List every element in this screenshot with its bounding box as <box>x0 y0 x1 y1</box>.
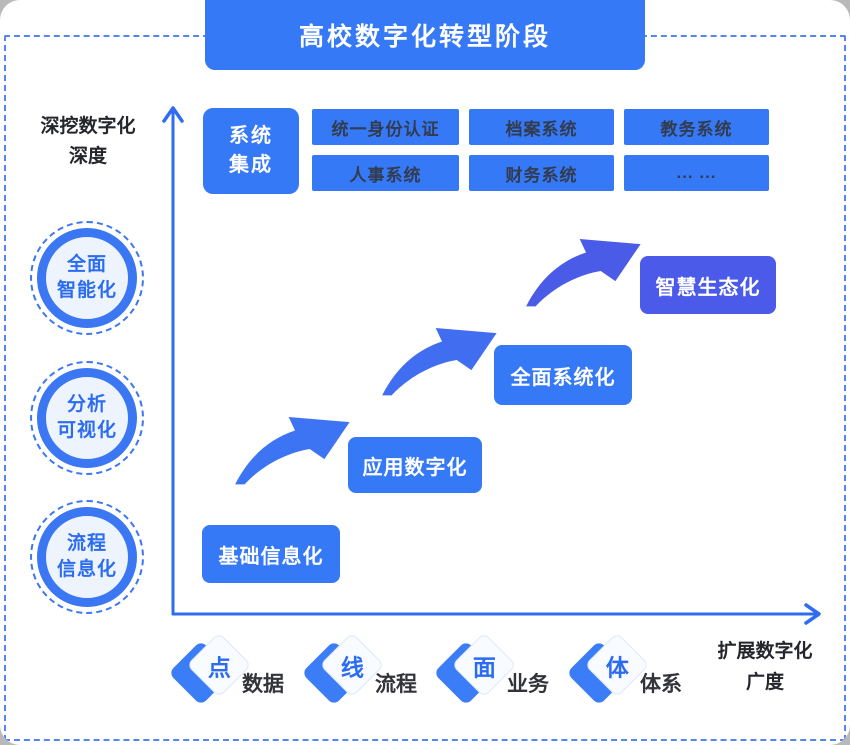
depth-circle-analysis-ring: 分析 可视化 <box>37 368 137 468</box>
depth-circle-process-ring: 流程 信息化 <box>37 507 137 607</box>
x-axis-label: 扩展数字化 广度 <box>690 636 840 698</box>
y-axis-label-line2: 深度 <box>68 146 107 167</box>
depth-circle-process-line2: 信息化 <box>56 559 117 580</box>
depth-circle-intelligence: 全面 智能化 <box>30 221 144 335</box>
curved-arrow-icon-3 <box>526 239 641 307</box>
system-box-archives: 档案系统 <box>469 109 614 145</box>
depth-circle-intelligence-ring: 全面 智能化 <box>37 228 137 328</box>
depth-circle-intelligence-line1: 全面 <box>66 254 107 275</box>
system-integration-line1: 系统 <box>229 125 273 147</box>
breadth-item-line: 线 流程 <box>299 628 459 720</box>
breadth-label-process: 流程 <box>375 673 417 696</box>
system-box-academic: 教务系统 <box>624 109 769 145</box>
stage-box-basic-informatization: 基础信息化 <box>202 525 340 583</box>
system-box-identity: 统一身份认证 <box>312 109 459 145</box>
y-axis-label: 深挖数字化 深度 <box>18 112 158 172</box>
system-integration-box: 系统 集成 <box>203 108 299 194</box>
x-axis-arrowhead-icon <box>804 603 821 625</box>
y-axis-arrowhead-icon <box>162 106 184 123</box>
system-box-hr: 人事系统 <box>312 155 459 191</box>
depth-circle-analysis: 分析 可视化 <box>30 361 144 475</box>
breadth-label-data: 数据 <box>242 673 284 696</box>
page-title: 高校数字化转型阶段 <box>205 0 645 70</box>
x-axis-label-line1: 扩展数字化 <box>717 641 813 662</box>
depth-circle-process: 流程 信息化 <box>30 500 144 614</box>
system-integration-line2: 集成 <box>229 154 273 176</box>
x-axis-label-line2: 广度 <box>745 672 784 693</box>
curved-arrow-icon-2 <box>382 328 497 396</box>
breadth-item-body: 体 体系 <box>564 628 724 720</box>
breadth-item-point: 点 数据 <box>166 628 326 720</box>
curved-arrow-icon-1 <box>235 417 350 485</box>
depth-circle-intelligence-line2: 智能化 <box>56 280 117 301</box>
system-box-more: ... ... <box>624 155 769 191</box>
stage-box-smart-ecosystem: 智慧生态化 <box>640 256 776 314</box>
stage-box-application-digitization: 应用数字化 <box>348 437 482 493</box>
depth-circle-analysis-line2: 可视化 <box>56 420 117 441</box>
system-box-finance: 财务系统 <box>469 155 614 191</box>
y-axis-label-line1: 深挖数字化 <box>40 116 136 137</box>
breadth-label-business: 业务 <box>507 673 549 696</box>
stage-box-full-systematization: 全面系统化 <box>494 345 632 405</box>
breadth-item-surface: 面 业务 <box>431 628 591 720</box>
breadth-label-system: 体系 <box>640 673 682 696</box>
depth-circle-process-line1: 流程 <box>66 533 107 554</box>
depth-circle-analysis-line1: 分析 <box>66 394 107 415</box>
